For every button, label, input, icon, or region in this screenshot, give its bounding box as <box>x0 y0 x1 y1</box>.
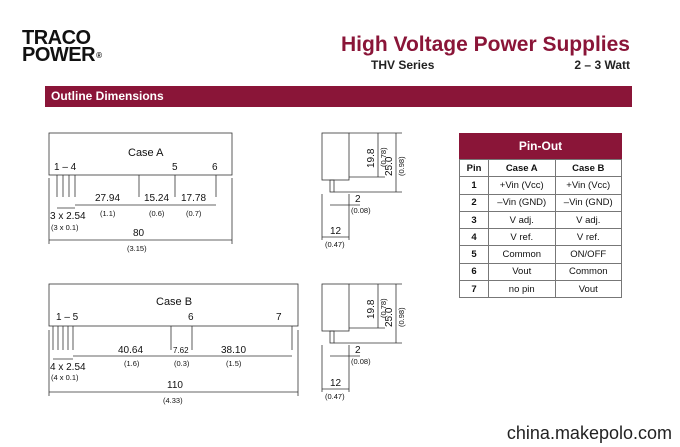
case-b-pins-left: 1 – 5 <box>56 312 79 323</box>
case-b-function: V ref. <box>554 228 622 247</box>
series-label: THV Series <box>371 58 435 72</box>
case-a-d3-in: (0.7) <box>186 209 202 218</box>
case-b-function: Common <box>554 262 622 282</box>
pin-number: 7 <box>459 280 489 299</box>
side-b-p-in: (0.08) <box>351 357 371 366</box>
side-b-w-in: (0.47) <box>325 392 345 401</box>
case-b-pitch-in: (4 x 0.1) <box>51 373 79 382</box>
side-b-body <box>321 283 350 332</box>
case-a-pins-left: 1 – 4 <box>54 162 77 173</box>
pinout-header-case-b: Case B <box>554 158 622 178</box>
side-a-h1-in: (0.78) <box>379 147 388 167</box>
side-b-w: 12 <box>330 378 342 389</box>
case-a-function: Common <box>488 245 556 264</box>
pin-number: 4 <box>459 228 489 247</box>
case-a-length: 80 <box>133 228 145 239</box>
case-b-d1-in: (1.6) <box>124 359 140 368</box>
pinout-header-pin: Pin <box>459 158 489 178</box>
side-a-w-in: (0.47) <box>325 240 345 249</box>
logo-line2: POWER <box>22 44 96 66</box>
side-a-w: 12 <box>330 226 342 237</box>
logo-line1: TRACO <box>22 27 91 49</box>
case-b-length: 110 <box>167 380 183 391</box>
case-b-d2-in: (0.3) <box>174 359 190 368</box>
side-b-p: 2 <box>355 345 361 356</box>
case-b-length-in: (4.33) <box>163 396 183 405</box>
table-row: 1+Vin (Vcc)+Vin (Vcc) <box>459 176 622 195</box>
case-a-function: –Vin (GND) <box>488 193 556 212</box>
watermark: china.makepolo.com <box>506 423 672 443</box>
case-a-d2-in: (0.6) <box>149 209 165 218</box>
case-a-function: no pin <box>488 280 556 299</box>
side-a-p: 2 <box>355 194 361 205</box>
case-b-body <box>48 283 299 327</box>
case-a-label: Case A <box>128 147 164 159</box>
case-a-body <box>48 132 233 176</box>
logo-registered-mark: ® <box>96 51 102 60</box>
case-a-d3: 17.78 <box>181 193 206 204</box>
case-a-pin5: 5 <box>172 162 178 173</box>
case-b-d3-in: (1.5) <box>226 359 242 368</box>
case-b-function: +Vin (Vcc) <box>554 176 622 195</box>
table-row: 2–Vin (GND)–Vin (GND) <box>459 193 622 212</box>
case-a-d2: 15.24 <box>144 193 169 204</box>
pin-number: 2 <box>459 193 489 212</box>
case-b-pins <box>52 326 293 350</box>
case-a-pitch: 3 x 2.54 <box>50 211 86 222</box>
case-a-function: +Vin (Vcc) <box>488 176 556 195</box>
case-a-d1-in: (1.1) <box>100 209 116 218</box>
section-band: Outline Dimensions <box>45 86 632 107</box>
pinout-header-case-a: Case A <box>488 158 556 178</box>
pinout-table: Pin-Out Pin Case A Case B 1+Vin (Vcc)+Vi… <box>459 133 622 299</box>
case-b-function: –Vin (GND) <box>554 193 622 212</box>
side-a-body <box>321 132 350 181</box>
watt-label: 2 – 3 Watt <box>574 58 630 72</box>
case-b-d2: 7.62 <box>173 346 189 355</box>
case-b-label: Case B <box>156 296 192 308</box>
side-b-h2-in: (0.98) <box>397 307 406 327</box>
traco-logo: TRACO POWER® <box>22 27 102 66</box>
case-a-function: V ref. <box>488 228 556 247</box>
case-a-pin6: 6 <box>212 162 218 173</box>
case-a-d1: 27.94 <box>95 193 120 204</box>
case-b-d1: 40.64 <box>118 345 143 356</box>
case-b-pin6: 6 <box>188 312 194 323</box>
page-title: High Voltage Power Supplies <box>341 33 630 56</box>
side-b-h2: 25.0 <box>384 307 395 327</box>
side-a-h2: 25.0 <box>384 156 395 176</box>
case-a-function: Vout <box>488 262 556 282</box>
side-b-h1-in: (0.78) <box>379 298 388 318</box>
pin-number: 5 <box>459 245 489 264</box>
case-a-pitch-in: (3 x 0.1) <box>51 223 79 232</box>
side-a-h2-in: (0.98) <box>397 156 406 176</box>
pinout-title: Pin-Out <box>459 133 622 159</box>
case-b-function: V adj. <box>554 210 622 230</box>
case-a-length-in: (3.15) <box>127 244 147 253</box>
case-b-d3: 38.10 <box>221 345 246 356</box>
case-a-function: V adj. <box>488 210 556 230</box>
case-b-function: Vout <box>554 280 622 299</box>
case-a-pins <box>56 175 217 197</box>
case-b-pitch: 4 x 2.54 <box>50 362 86 373</box>
pin-number: 3 <box>459 210 489 230</box>
case-b-function: ON/OFF <box>554 245 622 264</box>
case-b-pin7: 7 <box>276 312 282 323</box>
side-a-p-in: (0.08) <box>351 206 371 215</box>
side-a-h1: 19.8 <box>366 148 377 168</box>
section-title: Outline Dimensions <box>51 89 164 103</box>
pin-number: 1 <box>459 176 489 195</box>
pin-number: 6 <box>459 262 489 282</box>
side-b-h1: 19.8 <box>366 299 377 319</box>
